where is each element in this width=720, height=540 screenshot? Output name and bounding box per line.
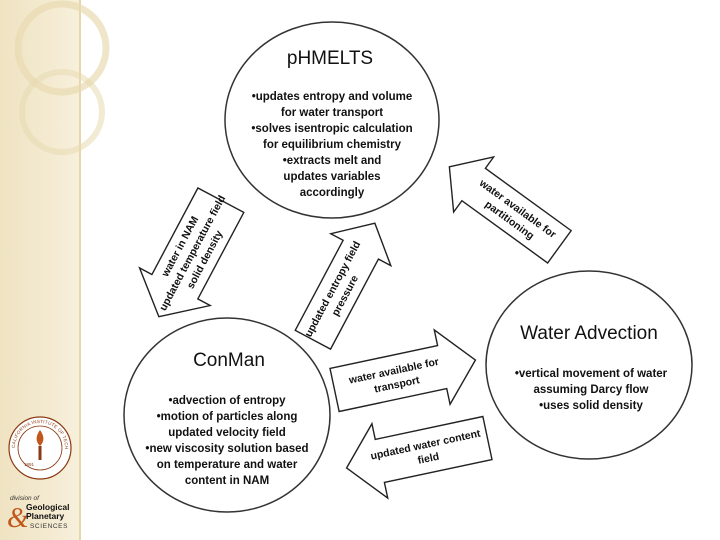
sidebar-edge-line xyxy=(79,0,81,540)
conman-line: •motion of particles along xyxy=(157,411,298,423)
seal-text: CALIFORNIA INSTITUTE OF TECHNOLOGY xyxy=(0,0,69,450)
water-advection-line: assuming Darcy flow xyxy=(533,384,648,396)
water-advection-title: Water Advection xyxy=(520,323,658,344)
ampersand-mark: & xyxy=(7,503,29,534)
phmelts-line: for equilibrium chemistry xyxy=(263,139,402,151)
water-advection-line: •uses solid density xyxy=(539,400,643,412)
arrow-conman-to-water: water available for transport xyxy=(329,328,477,413)
conman-circle xyxy=(123,317,331,513)
decorative-rings xyxy=(14,0,110,155)
phmelts-circle xyxy=(224,21,440,219)
arrow-phmelts-to-conman: water in NAM updated temperature field s… xyxy=(138,187,245,318)
conman-line: on temperature and water xyxy=(157,459,298,471)
arrow-label: field xyxy=(417,451,441,467)
conman-title: ConMan xyxy=(193,350,265,371)
torch-flame-icon xyxy=(36,430,44,446)
torch-handle-icon xyxy=(38,446,42,460)
geological-text: Geological xyxy=(26,502,69,512)
arrow-water-to-phmelts: water available for partitioning xyxy=(448,155,573,264)
planetary-text: Planetary xyxy=(26,511,65,521)
conman-line: •new viscosity solution based xyxy=(145,443,308,455)
phmelts-line: updates variables xyxy=(283,171,380,183)
gps-division-logo: division of & Geological Planetary SCIEN… xyxy=(7,495,69,534)
phmelts-line: for water transport xyxy=(281,107,383,119)
svg-text:CALIFORNIA INSTITUTE OF TECHNO: CALIFORNIA INSTITUTE OF TECHNOLOGY xyxy=(0,0,69,450)
sciences-text: SCIENCES xyxy=(30,523,68,530)
conman-line: •advection of entropy xyxy=(168,395,286,407)
seal-year: 1891 xyxy=(24,462,35,467)
phmelts-line: •extracts melt and xyxy=(283,155,382,167)
phmelts-line: •updates entropy and volume xyxy=(252,91,413,103)
water-advection-circle xyxy=(485,270,693,460)
division-of-text: division of xyxy=(10,495,40,502)
phmelts-line: •solves isentropic calculation xyxy=(251,123,412,135)
conman-line: updated velocity field xyxy=(168,427,286,439)
arrow-water-to-conman: updated water content field xyxy=(345,415,493,500)
phmelts-line: accordingly xyxy=(300,187,365,199)
conman-line: content in NAM xyxy=(185,475,269,487)
water-advection-line: •vertical movement of water xyxy=(515,368,668,380)
arrow-conman-to-phmelts: updated entropy field pressure xyxy=(294,222,393,351)
phmelts-title: pHMELTS xyxy=(287,48,373,69)
